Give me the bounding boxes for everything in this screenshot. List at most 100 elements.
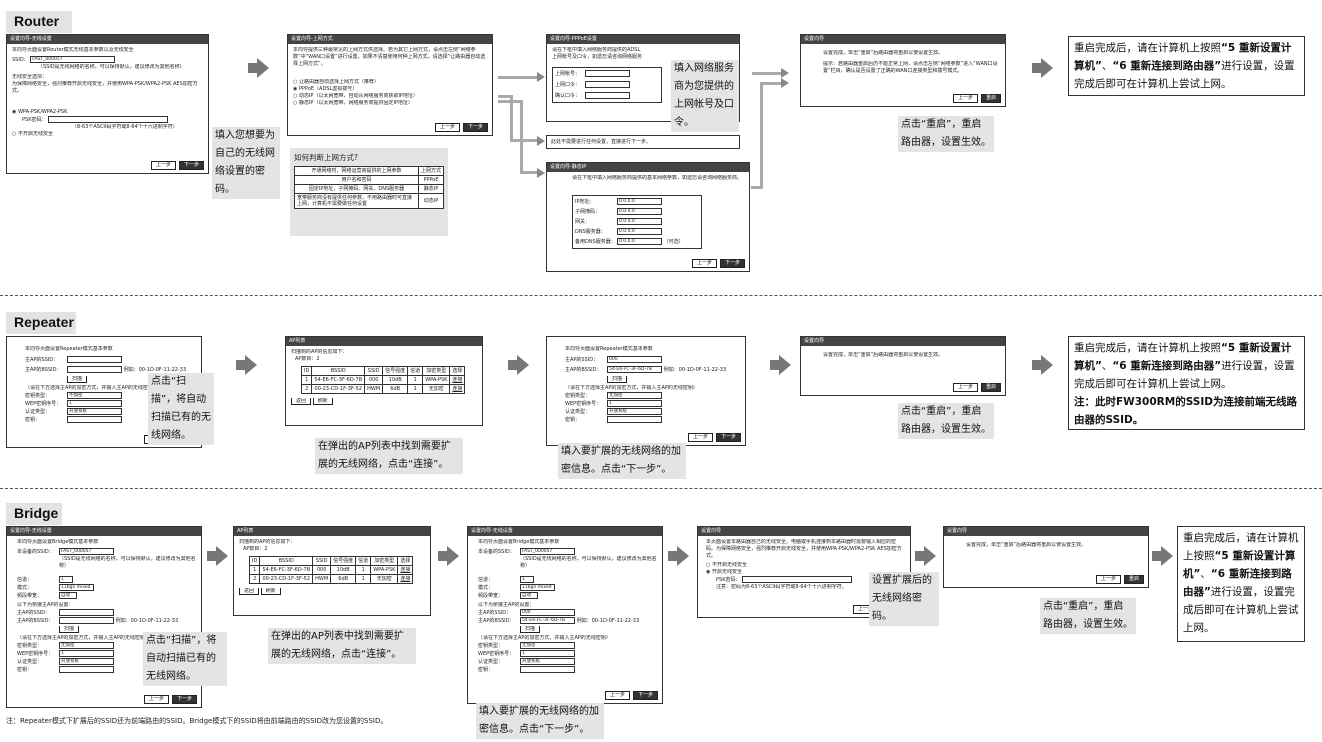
wan-opt-pppoe[interactable]: PPPoE（ADSL虚拟拨号） <box>298 86 358 92</box>
prev-button[interactable]: 上一步 <box>687 433 713 442</box>
mode-select[interactable]: 11bgn mixed <box>59 584 94 591</box>
connect-link[interactable]: 连接 <box>397 574 414 584</box>
prev-button[interactable]: 上一步 <box>952 94 978 103</box>
ap-ssid-label: 主AP的SSID： <box>25 357 59 363</box>
dns2-input[interactable]: 0.0.0.0 <box>617 238 662 245</box>
ap-bssid-input[interactable]: 54-E6-FC-3F-6D-7B <box>520 617 575 624</box>
radio-sec-on[interactable]: ◉ <box>706 569 711 575</box>
next-button[interactable]: 下一步 <box>632 691 658 700</box>
confirm-input[interactable] <box>585 92 630 99</box>
next-button[interactable]: 下一步 <box>178 161 204 170</box>
wep-select[interactable]: 1 <box>607 400 662 407</box>
ap-ssid-input[interactable]: 000 <box>520 609 575 616</box>
key-input[interactable] <box>607 416 662 423</box>
intro-text: 本向导页面设置Repeater模式基本参数 <box>25 346 113 352</box>
keytype-select[interactable]: 无加密 <box>607 392 662 399</box>
next-button[interactable]: 下一步 <box>715 433 741 442</box>
wep-select[interactable]: 1 <box>59 650 114 657</box>
wep-select[interactable]: 1 <box>520 650 575 657</box>
window-titlebar: 设置向导 <box>801 35 1005 44</box>
ap-ssid-input[interactable] <box>59 609 114 616</box>
connect-link[interactable]: 连接 <box>449 384 466 394</box>
password-input[interactable] <box>585 81 630 88</box>
psk-input[interactable] <box>742 576 853 583</box>
window-titlebar: 设置向导-上网方式 <box>288 35 492 44</box>
keytype-select[interactable]: 无加密 <box>520 642 575 649</box>
wan-opt-dynamic[interactable]: 动态IP（以太网宽带，自动从网络服务商获取IP地址） <box>298 93 418 99</box>
back-button[interactable]: 返回 <box>239 588 260 595</box>
key-input[interactable] <box>67 416 122 423</box>
reboot-button[interactable]: 重启 <box>980 383 1001 392</box>
ap-ssid-input[interactable]: 000 <box>607 356 662 363</box>
prev-button[interactable]: 上一步 <box>952 383 978 392</box>
next-button[interactable]: 下一步 <box>171 695 197 704</box>
ap-bssid-input[interactable]: 54-E6-FC-3F-6D-7B <box>607 366 662 373</box>
ssid-input[interactable]: FAST_000057 <box>520 548 575 555</box>
arrow-right-icon <box>668 546 692 566</box>
prev-button[interactable]: 上一步 <box>434 123 460 132</box>
auth-select[interactable]: 开放系统 <box>520 658 575 665</box>
caption-reboot: 点击“重启”，重启路由器，设置生效。 <box>898 116 994 152</box>
caption-fill: 填入要扩展的无线网络的加密信息。点击“下一步”。 <box>558 443 686 479</box>
dns-input[interactable]: 0.0.0.0 <box>617 228 662 235</box>
keytype-select[interactable]: 无加密 <box>59 642 114 649</box>
scan-button[interactable]: 扫描 <box>607 376 628 383</box>
arrow-right-icon <box>207 546 231 566</box>
radio-sec-off[interactable]: ○ <box>706 562 711 568</box>
psk-input[interactable] <box>48 116 169 123</box>
key-label: 密钥： <box>17 667 33 673</box>
key-input[interactable] <box>59 666 114 673</box>
auth-select[interactable]: 开放系统 <box>607 408 662 415</box>
ap-bssid-input[interactable] <box>59 617 114 624</box>
wan-opt-auto[interactable]: 让路由器自动选择上网方式（推荐） <box>298 79 379 85</box>
scan-button[interactable]: 扫描 <box>520 626 541 633</box>
refresh-button[interactable]: 刷新 <box>260 588 281 595</box>
width-select[interactable]: 自动 <box>520 592 538 599</box>
prev-button[interactable]: 上一步 <box>604 691 630 700</box>
router-done-window: 设置向导 设置完成，单击“重启”后路由器将重启以使设置生效。 提示：若路由器重启… <box>800 34 1006 107</box>
ap-bssid-input[interactable] <box>67 366 122 373</box>
reboot-button[interactable]: 重启 <box>1123 575 1144 584</box>
channel-select[interactable]: 1 <box>520 576 534 583</box>
key-label: 密钥： <box>478 667 494 673</box>
account-input[interactable] <box>585 70 630 77</box>
width-select[interactable]: 自动 <box>59 592 77 599</box>
keytype-select[interactable]: 不加密 <box>67 392 122 399</box>
scan-button[interactable]: 扫描 <box>59 626 80 633</box>
auth-select[interactable]: 开放系统 <box>59 658 114 665</box>
connector-line <box>760 82 763 188</box>
channel-select[interactable]: 1 <box>59 576 73 583</box>
ap-ssid-input[interactable] <box>67 356 122 363</box>
connect-link[interactable]: 连接 <box>397 565 414 575</box>
result-text: 进行设置，设置完成后即可在计算机上尝试上网。 <box>1183 586 1299 634</box>
next-button[interactable]: 下一步 <box>719 259 745 268</box>
col-header: ID <box>300 366 313 376</box>
arrow-right-icon <box>770 355 794 375</box>
gateway-input[interactable]: 0.0.0.0 <box>617 218 662 225</box>
ssid-input[interactable]: FAST_000057 <box>30 56 116 63</box>
wan-opt-static[interactable]: 静态IP（以太网宽带，网络服务商提供固定IP地址） <box>298 100 413 106</box>
auth-select[interactable]: 开放系统 <box>67 408 122 415</box>
prev-button[interactable]: 上一步 <box>1095 575 1121 584</box>
back-button[interactable]: 返回 <box>291 398 312 405</box>
refresh-button[interactable]: 刷新 <box>312 398 333 405</box>
connector-line <box>520 171 538 174</box>
connect-link[interactable]: 连接 <box>449 375 466 385</box>
prev-button[interactable]: 上一步 <box>143 695 169 704</box>
radio-nosec[interactable]: ○ <box>12 131 17 137</box>
prev-button[interactable]: 上一步 <box>150 161 176 170</box>
scan-button[interactable]: 扫描 <box>67 376 88 383</box>
arrow-right-icon <box>508 355 532 375</box>
ssid-input[interactable]: FAST_000057 <box>59 548 114 555</box>
radio-wpa[interactable]: ◉ <box>12 109 17 115</box>
reboot-button[interactable]: 重启 <box>980 94 1001 103</box>
mask-input[interactable]: 0.0.0.0 <box>617 208 662 215</box>
prev-button[interactable]: 上一步 <box>691 259 717 268</box>
mode-select[interactable]: 11bgn mixed <box>520 584 555 591</box>
ip-input[interactable]: 0.0.0.0 <box>617 198 662 205</box>
auth-label: 认证类型： <box>565 409 591 415</box>
next-button[interactable]: 下一步 <box>462 123 488 132</box>
wep-select[interactable]: 1 <box>67 400 122 407</box>
key-input[interactable] <box>520 666 575 673</box>
